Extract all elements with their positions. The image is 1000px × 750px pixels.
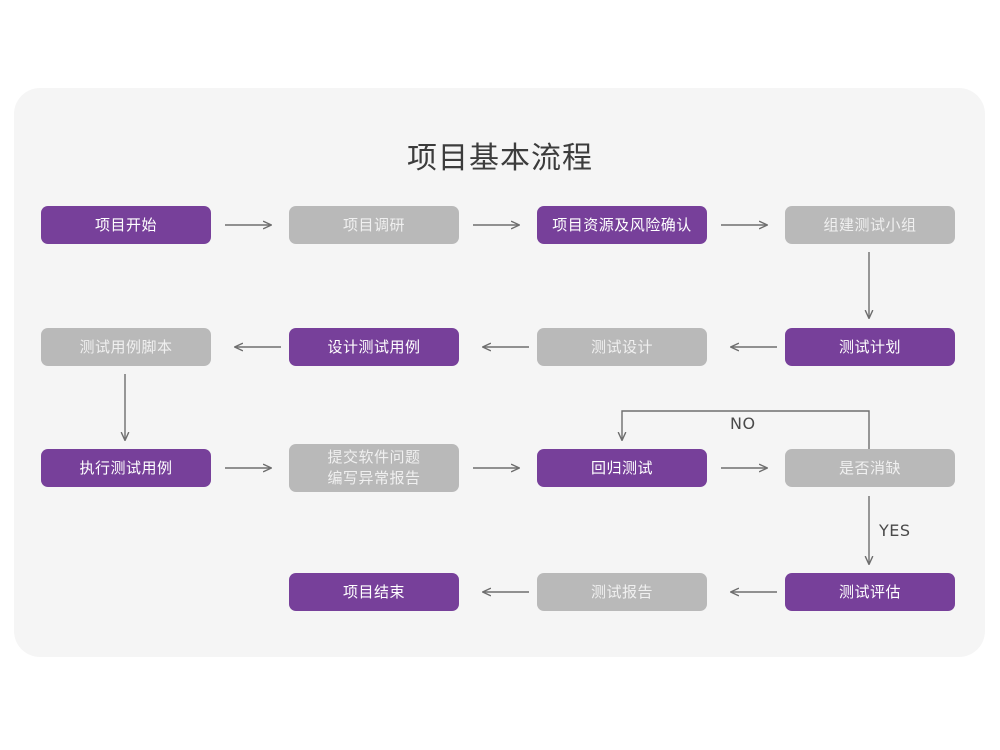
flow-node-defects-cleared[interactable]: 是否消缺 xyxy=(785,449,955,487)
edge-label-yes: YES xyxy=(879,521,911,540)
flow-node-test-plan[interactable]: 测试计划 xyxy=(785,328,955,366)
flow-node-resource-risk-confirm[interactable]: 项目资源及风险确认 xyxy=(537,206,707,244)
page-title: 项目基本流程 xyxy=(407,141,593,176)
flow-node-project-start[interactable]: 项目开始 xyxy=(41,206,211,244)
diagram-panel xyxy=(14,88,985,657)
flow-node-test-design[interactable]: 测试设计 xyxy=(537,328,707,366)
edge-label-no: NO xyxy=(730,414,756,433)
flow-node-execute-test-cases[interactable]: 执行测试用例 xyxy=(41,449,211,487)
flow-node-regression-test[interactable]: 回归测试 xyxy=(537,449,707,487)
flow-node-build-test-team[interactable]: 组建测试小组 xyxy=(785,206,955,244)
flow-node-submit-defects-report[interactable]: 提交软件问题 编写异常报告 xyxy=(289,444,459,492)
flow-node-project-end[interactable]: 项目结束 xyxy=(289,573,459,611)
flow-node-test-evaluation[interactable]: 测试评估 xyxy=(785,573,955,611)
flow-node-test-case-script[interactable]: 测试用例脚本 xyxy=(41,328,211,366)
flow-node-project-research[interactable]: 项目调研 xyxy=(289,206,459,244)
flow-node-design-test-cases[interactable]: 设计测试用例 xyxy=(289,328,459,366)
flow-node-test-report[interactable]: 测试报告 xyxy=(537,573,707,611)
